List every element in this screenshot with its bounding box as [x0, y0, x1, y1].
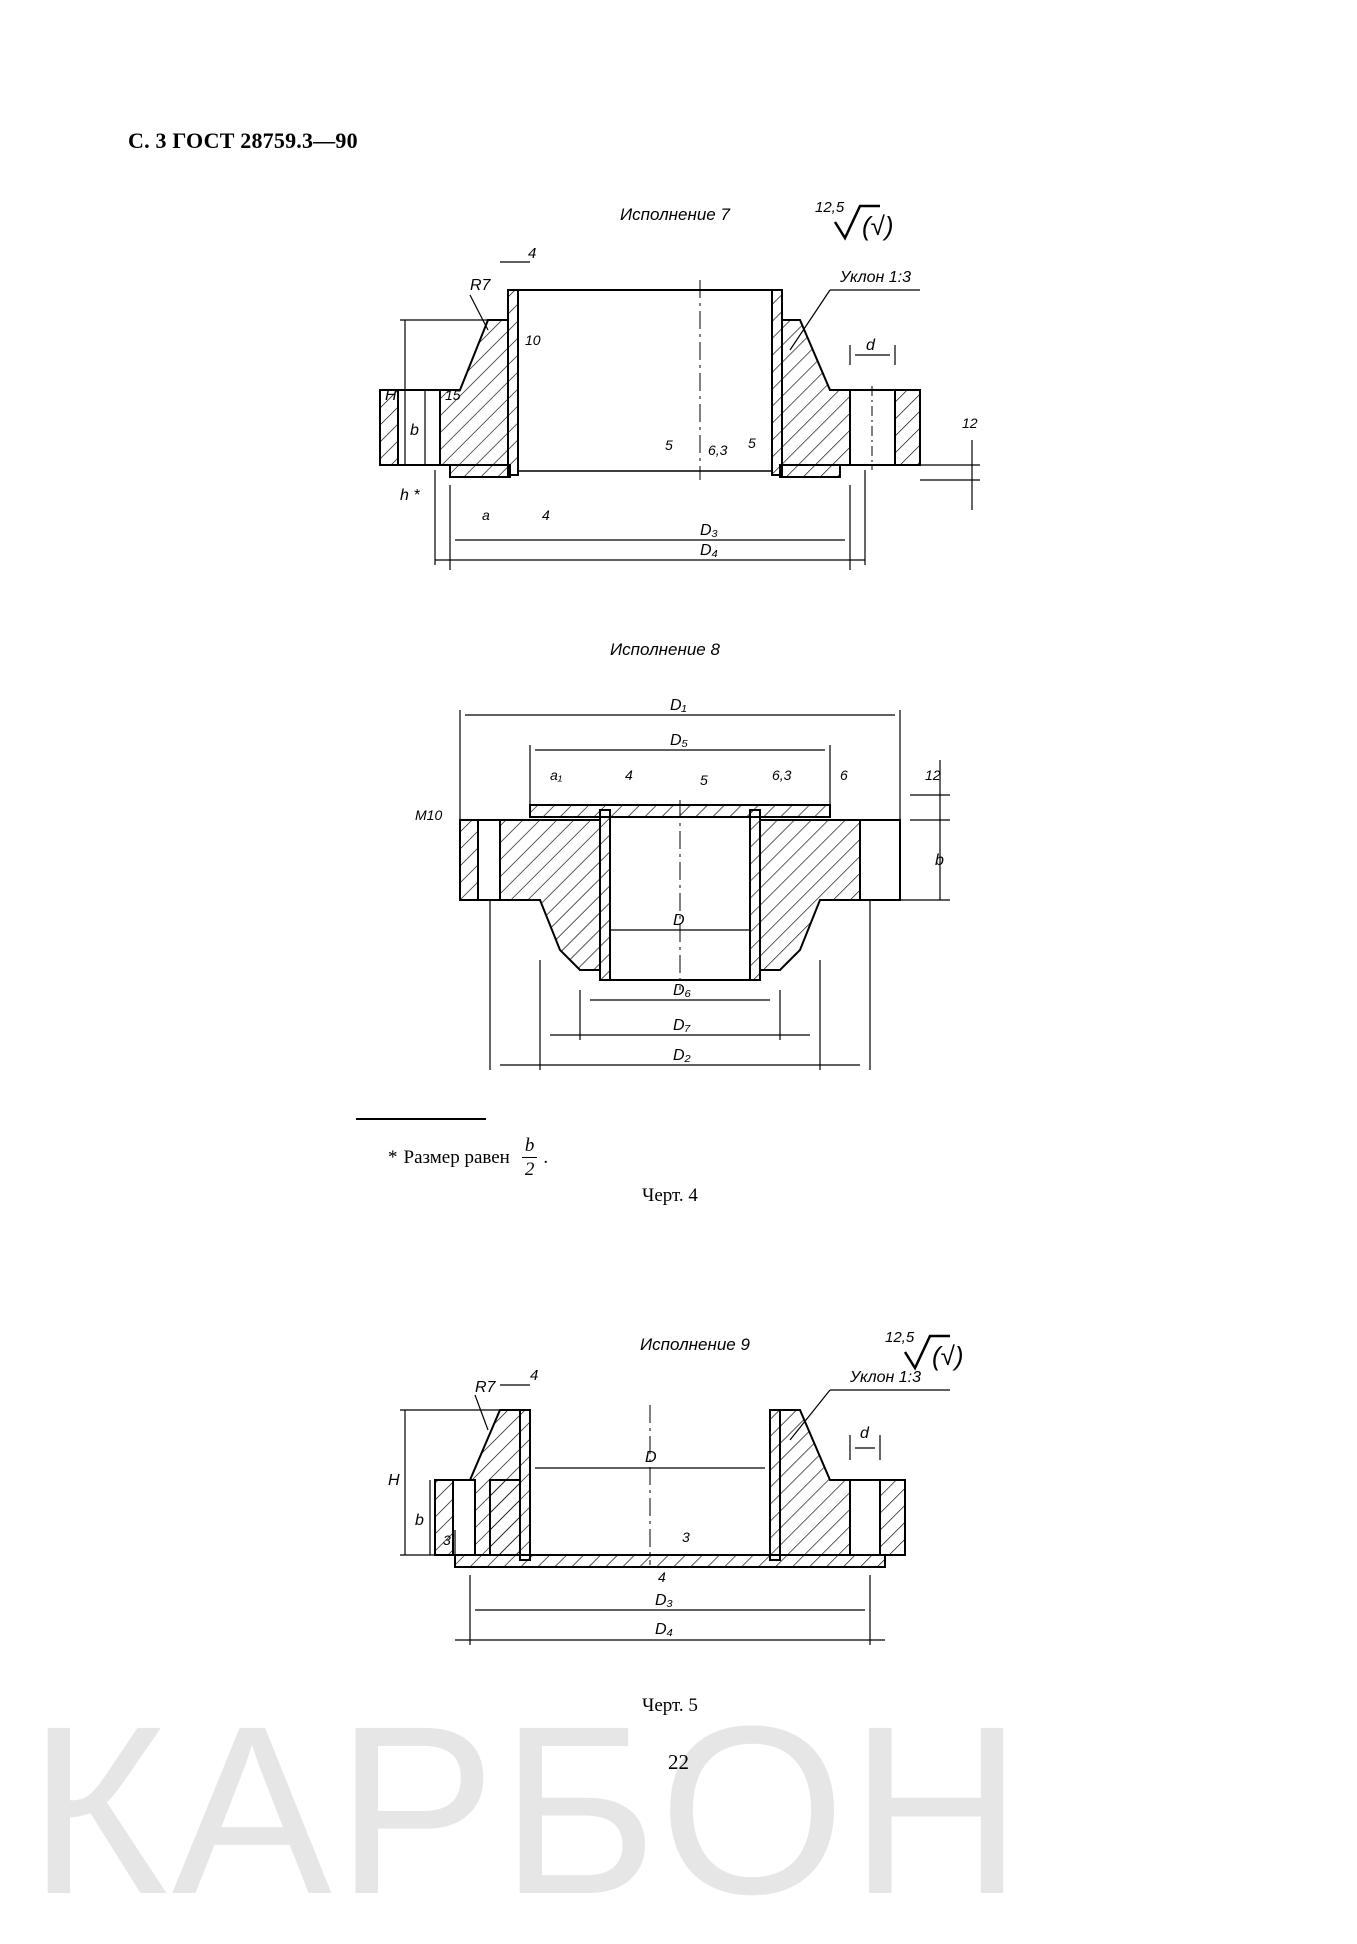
svg-text:a: a — [482, 507, 490, 523]
variant-9-caption: Исполнение 9 — [640, 1335, 750, 1354]
svg-text:b: b — [415, 1512, 424, 1529]
svg-text:6,3: 6,3 — [772, 767, 792, 783]
svg-text:d: d — [866, 337, 876, 354]
svg-text:12: 12 — [925, 767, 941, 783]
svg-text:D₆: D₆ — [673, 982, 692, 999]
page-number: 22 — [668, 1750, 689, 1774]
svg-text:Уклон 1:3: Уклон 1:3 — [849, 1369, 921, 1386]
roughness-symbol: 12,5 (√) — [815, 199, 894, 241]
svg-text:R7: R7 — [470, 277, 492, 294]
svg-text:4: 4 — [542, 507, 550, 523]
svg-text:(√): (√) — [862, 211, 894, 241]
svg-text:3: 3 — [443, 1532, 451, 1548]
svg-text:D₃: D₃ — [700, 522, 718, 539]
svg-text:4: 4 — [530, 1367, 538, 1384]
svg-text:b: b — [935, 852, 944, 869]
svg-text:5: 5 — [700, 772, 708, 788]
svg-text:D₄: D₄ — [700, 542, 718, 559]
svg-text:12,5: 12,5 — [885, 1329, 915, 1346]
svg-text:M10: M10 — [415, 807, 442, 823]
drawing-variant-7: Исполнение 7 12,5 (√) 4 Уклон 1:3 R7 d — [379, 199, 980, 570]
svg-text:4: 4 — [625, 767, 633, 783]
variant-8-caption: Исполнение 8 — [610, 640, 720, 659]
page-header: С. 3 ГОСТ 28759.3—90 — [128, 128, 358, 153]
svg-text:D₃: D₃ — [655, 1592, 673, 1609]
svg-text:H: H — [385, 387, 397, 404]
svg-text:6: 6 — [840, 767, 848, 783]
svg-text:Уклон 1:3: Уклон 1:3 — [839, 269, 911, 286]
svg-text:5: 5 — [748, 435, 756, 451]
svg-text:5: 5 — [665, 437, 673, 453]
svg-text:b: b — [410, 422, 419, 439]
variant-7-caption: Исполнение 7 — [620, 205, 730, 224]
svg-text:4: 4 — [658, 1569, 666, 1585]
svg-text:12: 12 — [962, 415, 978, 431]
svg-text:R7: R7 — [475, 1379, 497, 1396]
svg-text:D₄: D₄ — [655, 1621, 673, 1638]
drawing-variant-9: Исполнение 9 12,5 (√) 4 Уклон 1:3 R7 d H… — [388, 1329, 964, 1645]
figure-5-caption: Черт. 5 — [642, 1695, 698, 1716]
svg-text:12,5: 12,5 — [815, 199, 845, 216]
svg-text:D₂: D₂ — [673, 1047, 691, 1064]
svg-text:D₇: D₇ — [673, 1017, 692, 1034]
figure-4-caption: Черт. 4 — [642, 1185, 698, 1206]
svg-text:6,3: 6,3 — [708, 442, 728, 458]
roughness-symbol-9: 12,5 (√) — [885, 1329, 964, 1371]
svg-text:10: 10 — [525, 332, 541, 348]
svg-text:D₅: D₅ — [670, 732, 689, 749]
watermark: КАРБОН — [28, 1676, 1027, 1944]
svg-text:D: D — [673, 912, 685, 929]
footnote: * Размер равен b 2 . — [388, 1135, 549, 1180]
svg-text:15: 15 — [445, 387, 461, 403]
svg-text:H: H — [388, 1472, 400, 1489]
svg-text:3: 3 — [682, 1529, 690, 1545]
svg-text:h *: h * — [400, 487, 420, 504]
fraction: b 2 — [521, 1136, 538, 1179]
footnote-rule — [356, 1118, 486, 1120]
svg-text:D: D — [645, 1449, 657, 1466]
svg-text:D₁: D₁ — [670, 697, 687, 714]
drawing-variant-8: Исполнение 8 D₁ D₅ M10 a₁ 4 5 6,3 6 12 b… — [415, 640, 950, 1070]
svg-text:(√): (√) — [932, 1341, 964, 1371]
svg-text:d: d — [860, 1425, 870, 1442]
svg-text:a₁: a₁ — [550, 767, 563, 783]
svg-text:4: 4 — [528, 245, 536, 262]
